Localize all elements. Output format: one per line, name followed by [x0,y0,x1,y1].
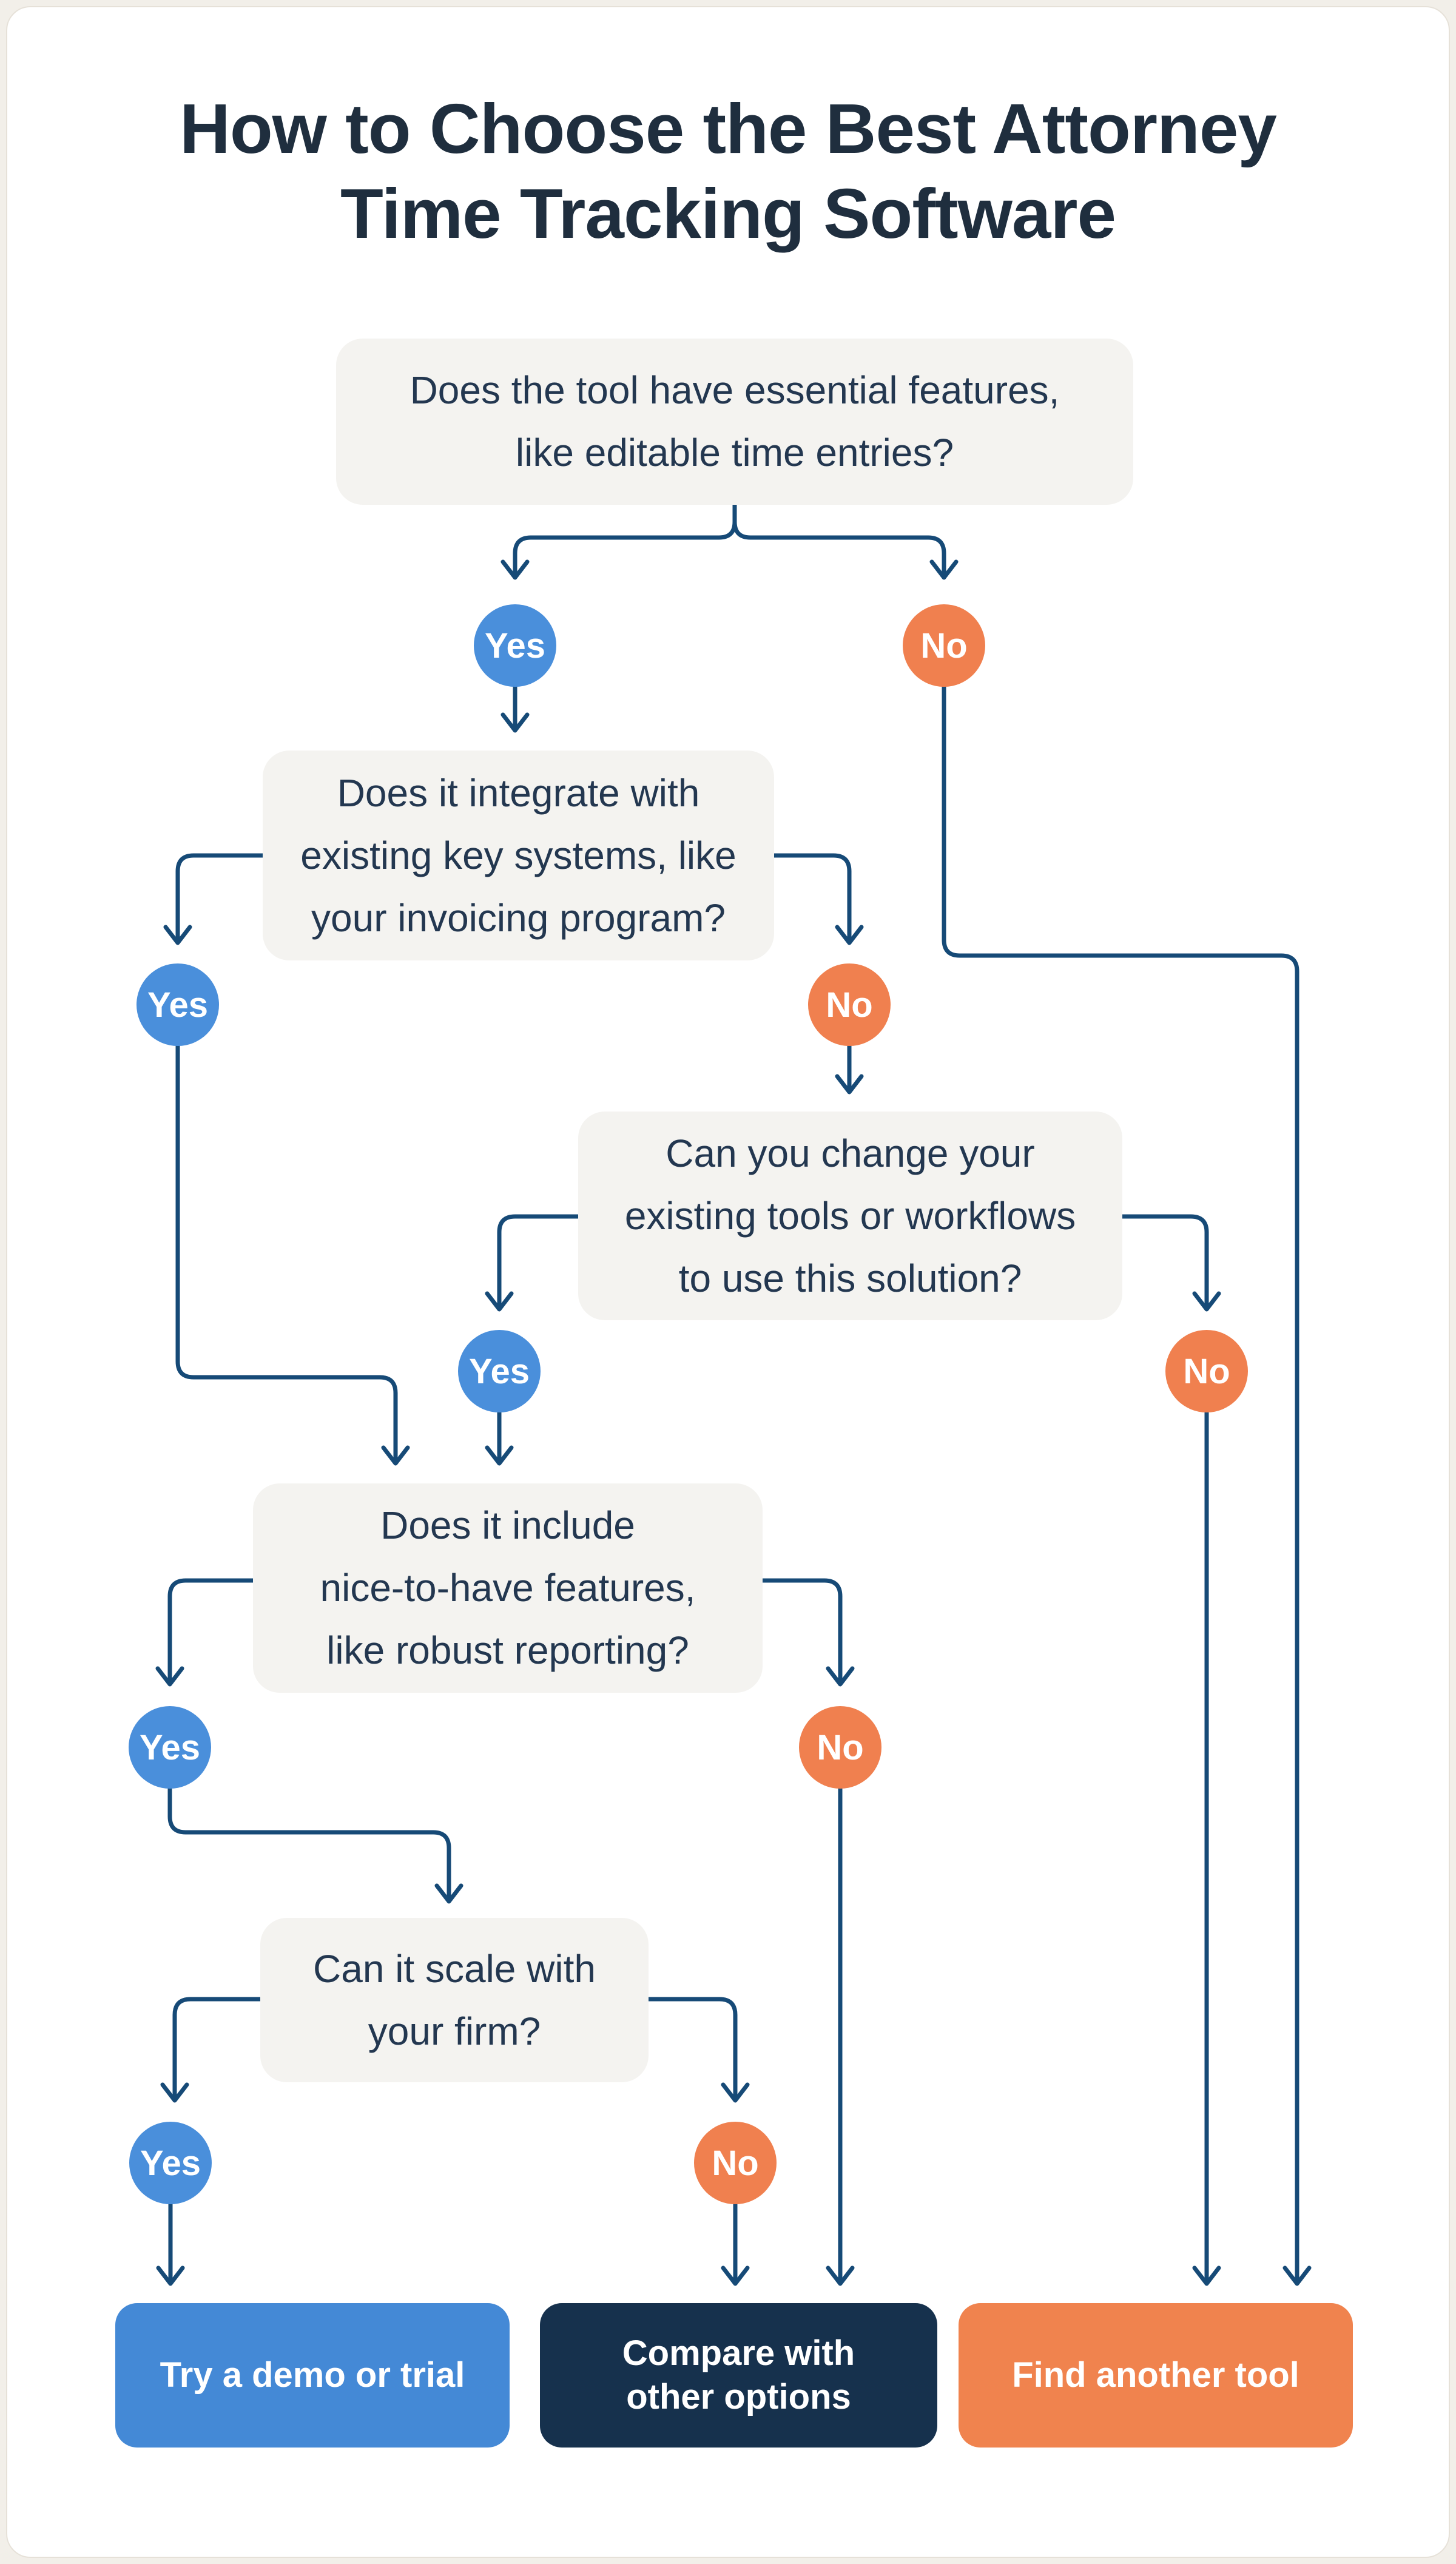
question-box-integration: Does it integrate with existing key syst… [263,751,774,960]
no-node-3: No [1165,1330,1248,1412]
no-node-2: No [808,963,891,1046]
yes-node-3: Yes [458,1330,541,1412]
question-box-nice-to-have: Does it include nice-to-have features, l… [253,1483,763,1693]
outcome-try-demo: Try a demo or trial [115,2303,510,2448]
yes-node-4: Yes [129,1706,211,1789]
outcome-find-another-tool: Find another tool [959,2303,1353,2448]
question-box-essential-features: Does the tool have essential features, l… [336,339,1133,505]
no-node-4: No [799,1706,881,1789]
yes-node-5: Yes [129,2122,212,2204]
question-box-scale: Can it scale with your firm? [260,1918,649,2082]
yes-node-1: Yes [474,604,556,687]
page-title: How to Choose the Best Attorney Time Tra… [180,89,1277,253]
no-node-1: No [903,604,985,687]
yes-node-2: Yes [136,963,219,1046]
no-node-5: No [694,2122,777,2204]
question-box-change-workflows: Can you change your existing tools or wo… [578,1112,1122,1320]
outcome-compare-options: Compare with other options [540,2303,937,2448]
